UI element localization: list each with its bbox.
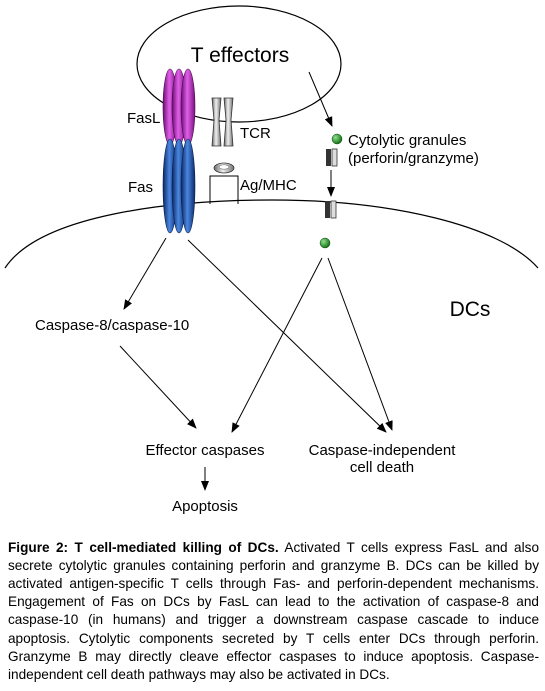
apoptosis-label: Apoptosis	[172, 498, 238, 515]
dcs-label: DCs	[450, 298, 491, 321]
effector-caspases-label: Effector caspases	[146, 442, 265, 459]
cid-label-line2: cell death	[350, 459, 414, 476]
tcr-label: TCR	[240, 125, 271, 142]
caption-body: Activated T cells express FasL and also …	[8, 539, 539, 683]
perforin-pore-top	[326, 148, 338, 167]
ag-mhc-complex	[209, 162, 239, 204]
caspase8-to-effector-arrow	[119, 345, 197, 429]
tcr-receptor	[211, 97, 234, 147]
t-effector-cell	[136, 5, 342, 123]
t-effectors-label: T effectors	[191, 44, 289, 67]
dc-membrane	[4, 199, 539, 269]
perforin-pore-membrane	[325, 200, 337, 219]
granules-label-line2: (perforin/granzyme)	[348, 150, 479, 167]
t-cell-to-granules-arrow	[308, 71, 333, 127]
ag-mhc-label: Ag/MHC	[240, 177, 297, 194]
cid-label-line1: Caspase-independent	[309, 442, 457, 459]
granule-dot-top	[331, 133, 343, 145]
t-cell-killing-diagram: T effectors DCs FasL Fas TCR Ag/MHC Cyto…	[4, 5, 539, 515]
granule-to-cid-arrow	[327, 257, 393, 431]
fasl-label: FasL	[127, 110, 160, 127]
fas-receptor	[162, 138, 196, 234]
fas-to-caspase8-arrow	[123, 237, 167, 310]
granule-to-effector-arrow	[231, 257, 323, 433]
fas-label: Fas	[128, 179, 153, 196]
figure-caption: Figure 2: T cell-mediated killing of DCs…	[8, 539, 539, 685]
caption-title: Figure 2: T cell-mediated killing of DCs…	[8, 539, 279, 555]
granules-label-line1: Cytolytic granules	[348, 132, 466, 149]
caspase8-label: Caspase-8/caspase-10	[35, 317, 189, 334]
granule-dot-inside	[319, 237, 331, 249]
fasl-receptor	[162, 68, 196, 146]
fas-to-cid-arrow	[187, 239, 387, 433]
